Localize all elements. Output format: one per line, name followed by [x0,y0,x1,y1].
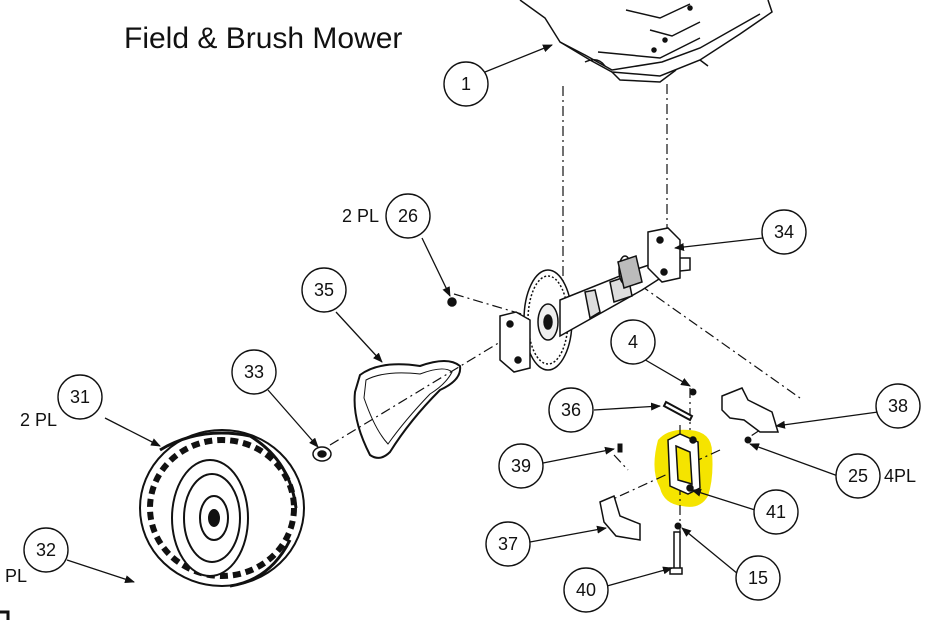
callout-40: 40 [563,567,609,613]
svg-text:38: 38 [888,396,908,416]
callout-36: 36 [548,387,594,433]
svg-text:36: 36 [561,400,581,420]
callout-39: 39 [498,443,544,489]
quantity-notes: 2 PL 2 PL 4PL 5 PL [0,206,916,586]
callout-35: 35 [301,267,347,313]
svg-text:41: 41 [766,502,786,522]
qty-note-26: 2 PL [342,206,379,226]
callout-32: 32 [23,527,69,573]
callout-26: 26 [385,193,431,239]
callout-balloons: 1 26 34 35 33 4 [23,61,921,613]
callout-25: 25 [835,453,881,499]
hex-nut [312,446,332,462]
bolt-26 [447,297,457,307]
svg-text:15: 15 [748,568,768,588]
corner-mark [0,610,10,620]
callout-31: 31 [57,374,103,420]
svg-text:33: 33 [244,362,264,382]
svg-text:25: 25 [848,466,868,486]
bracket-41 [667,433,701,495]
leader-arrows [66,44,879,587]
callout-4: 4 [610,319,656,365]
svg-text:26: 26 [398,206,418,226]
drive-belt [353,360,462,459]
pin-36 [662,400,694,422]
svg-text:1: 1 [461,74,471,94]
svg-text:40: 40 [576,580,596,600]
svg-text:39: 39 [511,456,531,476]
callout-37: 37 [485,521,531,567]
callout-15: 15 [735,555,781,601]
callout-38: 38 [875,383,921,429]
svg-text:35: 35 [314,280,334,300]
svg-text:4: 4 [628,332,638,352]
callout-34: 34 [761,209,807,255]
diagram-title: Field & Brush Mower [124,22,403,55]
small-hardware [617,388,752,530]
callout-41: 41 [753,489,799,535]
axle-assembly [499,227,691,373]
qty-note-25: 4PL [884,466,916,486]
callout-33: 33 [231,349,277,395]
bracket-37 [599,494,641,541]
mower-deck-frame [519,0,773,83]
wheel-tire [139,429,305,588]
svg-text:31: 31 [70,387,90,407]
svg-text:32: 32 [36,540,56,560]
svg-text:34: 34 [774,222,794,242]
svg-text:37: 37 [498,534,518,554]
qty-note-31: 2 PL [20,410,57,430]
bracket-38 [721,387,780,433]
callout-1: 1 [443,61,489,107]
qty-note-32: 5 PL [0,566,27,586]
